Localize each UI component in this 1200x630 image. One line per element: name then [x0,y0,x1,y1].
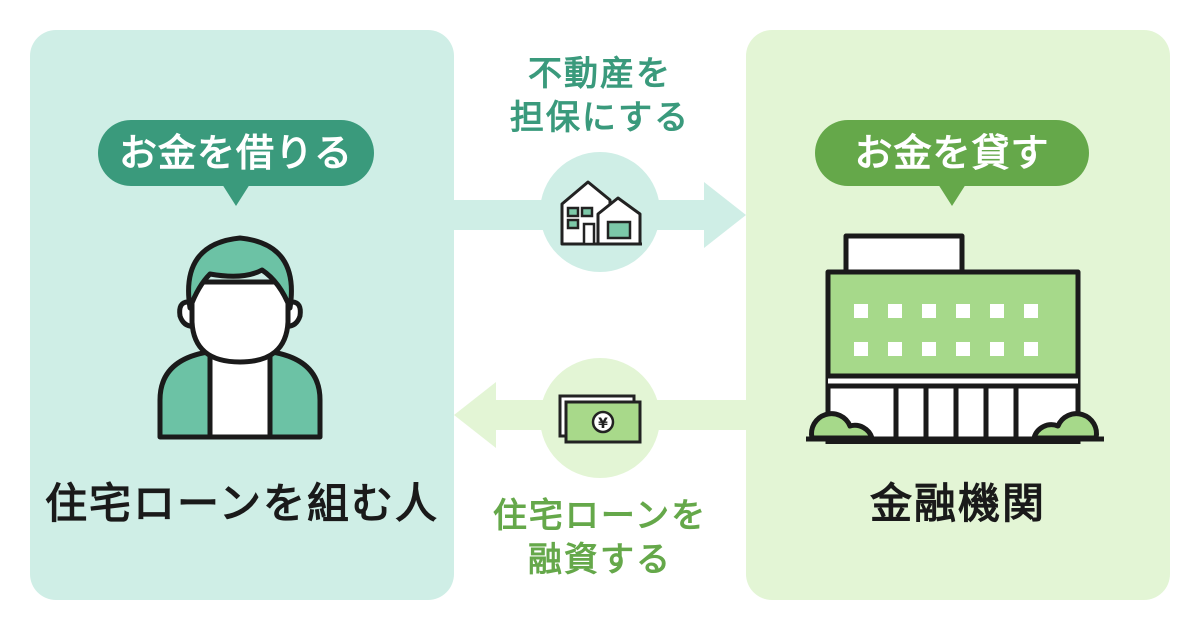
loan-line-1: 住宅ローンを [492,496,708,536]
borrower-label: 住宅ローンを組む人 [45,479,439,528]
bank-building-icon [806,233,1104,444]
collateral-flow-text: 不動産を 担保にする [470,52,730,140]
lender-label: 金融機関 [869,479,1046,528]
borrower-speech-bubble: お金を借りる [98,120,374,206]
yen-symbol: ¥ [598,416,608,432]
person-icon [157,235,323,440]
loan-line-2: 融資する [528,540,672,580]
loan-flow-text: 住宅ローンを 融資する [470,494,730,582]
house-icon [540,152,660,272]
collateral-line-1: 不動産を [528,54,672,94]
collateral-line-2: 担保にする [509,98,691,138]
lender-speech-bubble: お金を貸す [815,120,1089,206]
yen-banknote-icon: ¥ [540,358,660,478]
